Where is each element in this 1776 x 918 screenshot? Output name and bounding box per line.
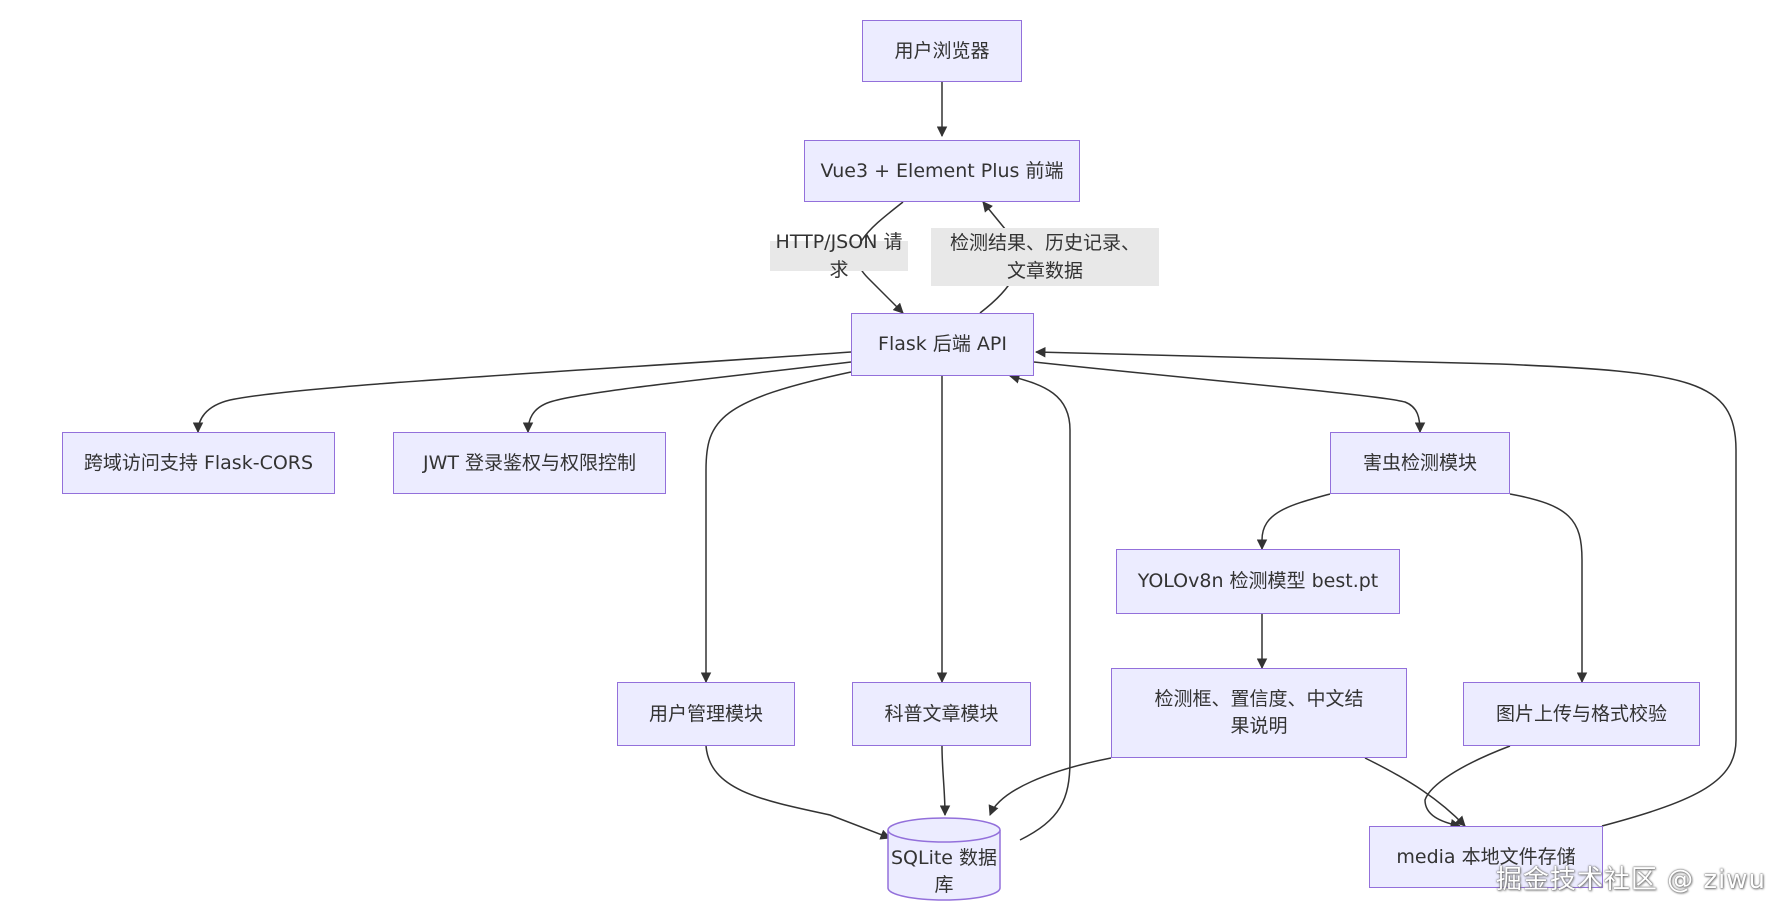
node-jwt: JWT 登录鉴权与权限控制 (393, 432, 666, 494)
edge-pest-to-upload (1509, 493, 1588, 684)
node-cors: 跨域访问支持 Flask-CORS (62, 432, 335, 494)
edge-user-mgmt-to-db (705, 745, 891, 840)
edge-label-response: 检测结果、历史记录、文章数据 (931, 228, 1159, 286)
node-article-module: 科普文章模块 (852, 682, 1031, 746)
edge-upload-to-media (1424, 745, 1511, 830)
node-flask-backend: Flask 后端 API (851, 313, 1034, 376)
node-image-upload: 图片上传与格式校验 (1463, 682, 1700, 746)
edge-backend-to-user-mgmt (700, 371, 852, 684)
edge-backend-to-jwt (522, 361, 852, 434)
edge-backend-to-pest (1033, 361, 1426, 434)
edge-db-to-backend (1008, 373, 1071, 841)
edge-pest-to-yolo (1256, 493, 1331, 551)
node-user-browser: 用户浏览器 (862, 20, 1022, 82)
edge-result-to-db (988, 757, 1112, 816)
node-media-storage: media 本地文件存储 (1369, 826, 1603, 888)
node-user-management: 用户管理模块 (617, 682, 795, 746)
edge-article-to-db (939, 745, 951, 817)
node-detection-result: 检测框、置信度、中文结果说明 (1111, 668, 1407, 758)
edge-label-request: HTTP/JSON 请求 (770, 231, 908, 281)
watermark: 掘金技术社区 @ ziwu (1495, 865, 1766, 895)
node-pest-detection: 害虫检测模块 (1330, 432, 1510, 494)
node-vue-frontend: Vue3 + Element Plus 前端 (804, 140, 1080, 202)
node-sqlite-database: SQLite 数据库 (890, 847, 998, 896)
edge-result-to-media (1364, 757, 1466, 827)
edge-backend-to-cors (192, 351, 852, 434)
node-yolo-model: YOLOv8n 检测模型 best.pt (1116, 549, 1400, 614)
